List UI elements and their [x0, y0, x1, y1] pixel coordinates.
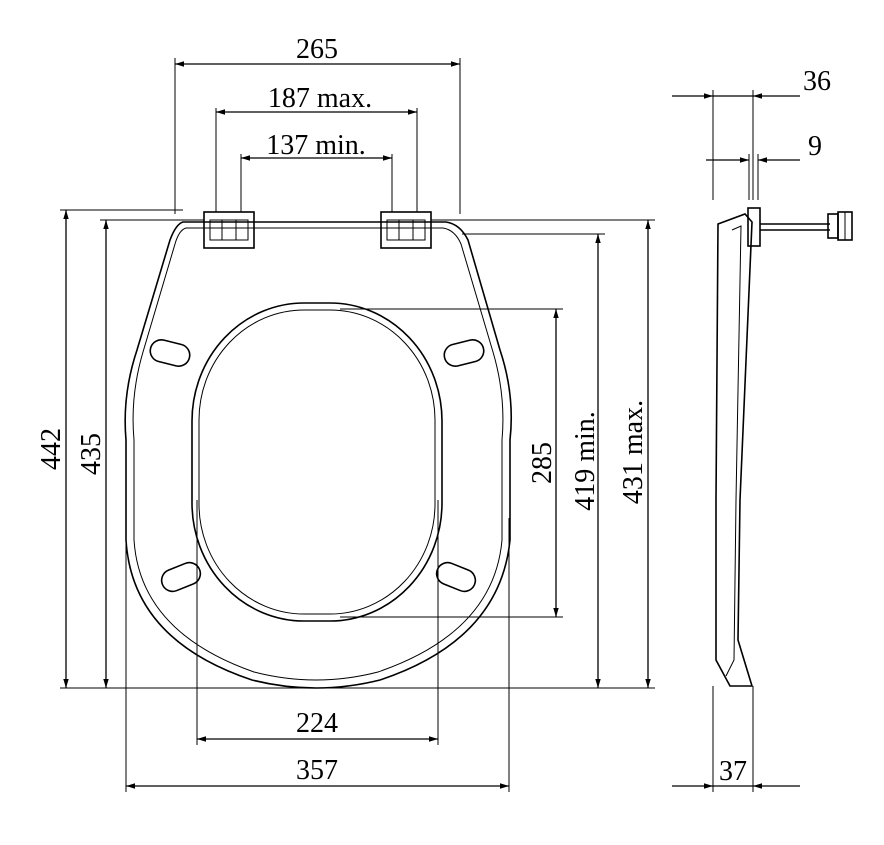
dim-opening-width-label: 224 — [296, 708, 338, 739]
side-hinge-block — [747, 207, 761, 247]
seat-opening-outer — [191, 302, 443, 622]
bumper-slot-top-right — [443, 339, 485, 367]
dim-hinge-thickness: 9 — [706, 131, 822, 163]
dim-hinge-min-label: 137 min. — [266, 130, 366, 161]
dim-fixing-max: 431 max. — [618, 220, 651, 688]
front-view: 265 187 max. 137 min. 442 435 285 — [36, 34, 655, 792]
dim-opening-length: 285 — [527, 309, 559, 617]
dim-seat-length-label: 435 — [76, 433, 107, 475]
dim-fixing-min-label: 419 min. — [570, 411, 601, 511]
dim-opening-width: 224 — [197, 708, 438, 742]
bumper-slot-bottom-right — [435, 561, 477, 593]
dim-total-width: 357 — [126, 755, 509, 789]
dim-hinge-depth-label: 36 — [803, 66, 831, 97]
hinge-right — [380, 211, 432, 249]
side-anchor-nut — [827, 211, 853, 241]
dim-opening-length-label: 285 — [527, 442, 558, 484]
dim-fixing-max-label: 431 max. — [618, 400, 649, 504]
dim-total-length-label: 442 — [36, 428, 67, 470]
dim-hinge-max-label: 187 max. — [268, 83, 372, 114]
bumper-slot-bottom-left — [160, 561, 202, 593]
dim-fixing-min: 419 min. — [570, 234, 601, 688]
seat-opening-inner — [198, 309, 436, 615]
dim-seat-thickness-label: 37 — [719, 756, 747, 787]
side-view: 36 9 37 — [672, 66, 853, 792]
dim-top-width: 265 — [175, 34, 460, 67]
seat-profile-inner — [725, 225, 742, 677]
dim-seat-length: 435 — [76, 220, 109, 688]
dim-total-width-label: 357 — [296, 755, 338, 786]
dim-total-length: 442 — [36, 210, 69, 688]
seat-outline-inner — [132, 227, 504, 681]
dim-hinge-min: 137 min. — [241, 130, 392, 161]
dim-hinge-depth: 36 — [672, 66, 831, 99]
dim-seat-thickness: 37 — [672, 756, 800, 789]
hinge-left — [203, 211, 255, 249]
bumper-slot-top-left — [149, 339, 191, 367]
seat-profile-outer — [715, 213, 754, 687]
seat-outline-outer — [124, 221, 512, 689]
dim-hinge-max: 187 max. — [216, 83, 417, 115]
dim-top-width-label: 265 — [296, 34, 338, 65]
dim-hinge-thickness-label: 9 — [808, 131, 822, 162]
